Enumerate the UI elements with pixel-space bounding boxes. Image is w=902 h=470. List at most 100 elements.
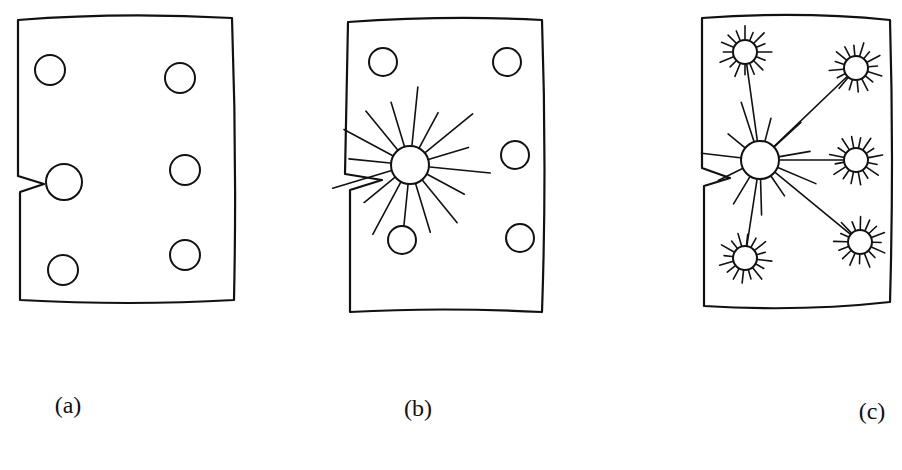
crack-line xyxy=(780,151,810,156)
crack-line xyxy=(835,162,843,163)
crack-line xyxy=(834,167,845,174)
crack-line xyxy=(872,232,884,237)
crack-line xyxy=(841,234,848,237)
crack-line xyxy=(722,42,733,47)
crack-line xyxy=(412,87,418,145)
crack-line xyxy=(416,184,431,232)
crack-line xyxy=(872,247,885,253)
crack-line xyxy=(404,185,408,230)
crack-line xyxy=(730,61,736,67)
crack-line xyxy=(867,167,878,175)
hole xyxy=(46,164,82,200)
crack-line xyxy=(836,52,846,60)
crack-line xyxy=(744,26,746,39)
crack-line xyxy=(724,255,732,258)
crack-line xyxy=(869,163,877,165)
crack-line xyxy=(718,169,742,181)
crack-line xyxy=(758,252,766,254)
crack-line xyxy=(736,31,740,40)
crack-line xyxy=(841,223,851,233)
crack-line xyxy=(838,148,845,153)
crack-line xyxy=(744,65,746,75)
crack-line xyxy=(753,268,762,279)
crack-line xyxy=(863,138,870,149)
panel-label: (a) xyxy=(55,392,82,419)
crack-line xyxy=(751,238,756,247)
crack-line xyxy=(732,241,737,248)
crack-line xyxy=(749,271,751,279)
crack-line xyxy=(778,168,815,184)
crack-line xyxy=(865,254,870,267)
crack-line xyxy=(758,259,772,261)
crack-line xyxy=(765,118,771,140)
crack-line xyxy=(834,241,847,243)
crack-line xyxy=(349,159,390,163)
crack-line xyxy=(419,113,438,148)
crack-line xyxy=(391,102,404,146)
hole xyxy=(493,48,521,76)
hole xyxy=(165,63,195,93)
crack-line xyxy=(869,251,875,257)
plate-outline xyxy=(345,18,545,312)
crack-line xyxy=(869,155,883,158)
crack-line xyxy=(850,254,855,265)
crack-line xyxy=(757,44,765,47)
crack-line xyxy=(869,226,876,233)
crack-line xyxy=(728,134,744,147)
crack-line xyxy=(853,45,856,55)
panel-label: (c) xyxy=(859,398,886,425)
crack-line xyxy=(721,245,733,252)
crack-line xyxy=(862,79,868,90)
crack-line xyxy=(728,35,736,43)
hole xyxy=(506,224,534,252)
crack-line xyxy=(727,266,735,272)
crack-line xyxy=(750,64,754,74)
hole xyxy=(369,48,397,76)
hole xyxy=(733,246,757,270)
crack-line xyxy=(702,153,741,157)
hole xyxy=(501,141,529,169)
crack-line xyxy=(867,55,879,62)
crack-line xyxy=(757,57,765,60)
crack-line xyxy=(866,76,873,82)
crack-line xyxy=(837,74,844,78)
crack-line xyxy=(843,251,851,259)
crack-line xyxy=(851,173,853,184)
crack-line xyxy=(839,78,848,88)
crack-line xyxy=(849,80,852,89)
crack-line xyxy=(774,77,846,146)
hole xyxy=(170,240,200,270)
crack-line xyxy=(865,220,869,230)
crack-line xyxy=(859,138,861,148)
plate-outline xyxy=(18,15,235,303)
crack-line xyxy=(869,65,878,67)
crack-line xyxy=(742,271,743,283)
hole xyxy=(391,146,429,184)
crack-line xyxy=(839,247,848,250)
crack-line xyxy=(756,264,763,268)
hole xyxy=(48,255,78,285)
crack-line xyxy=(867,148,874,152)
crack-line xyxy=(746,234,747,245)
crack-line xyxy=(852,136,854,147)
hole xyxy=(741,141,779,179)
crack-line xyxy=(747,65,757,140)
crack-line xyxy=(859,217,861,229)
crack-line xyxy=(780,159,843,161)
crack-line xyxy=(738,234,741,246)
crack-line xyxy=(843,171,848,179)
crack-line xyxy=(758,51,772,53)
hole xyxy=(844,56,868,80)
crack-line xyxy=(857,81,858,92)
crack-line xyxy=(775,122,801,146)
crack-line xyxy=(755,242,765,250)
crack-line xyxy=(366,111,397,149)
crack-line xyxy=(723,51,732,53)
crack-line xyxy=(423,180,457,222)
hole xyxy=(388,226,416,254)
crack-line xyxy=(868,72,881,76)
crack-line xyxy=(863,171,868,178)
crack-line xyxy=(852,222,855,230)
crack-line xyxy=(750,32,753,39)
